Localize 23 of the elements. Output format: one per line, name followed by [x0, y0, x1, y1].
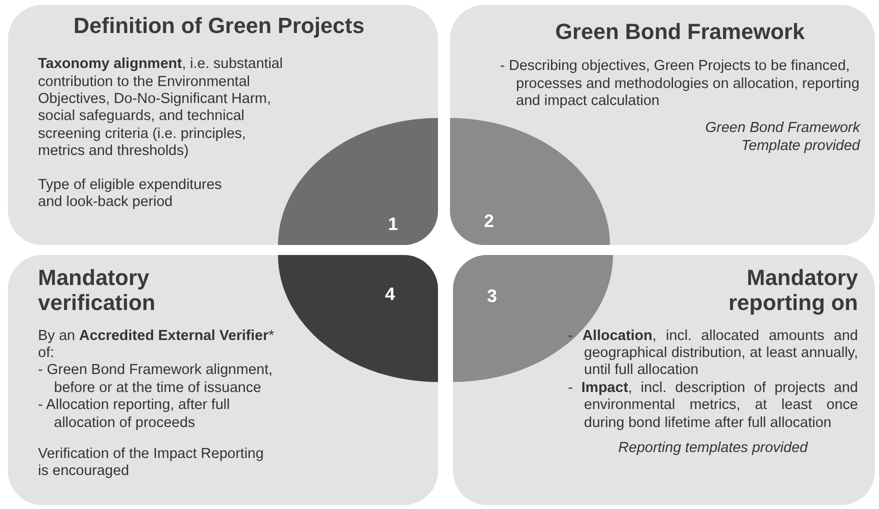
bullet-item: - Impact, incl. description of projects and environmental metrics, at least once during bond lifetime after full allocation — [568, 380, 858, 432]
bullet-item: - Describing objectives, Green Projects to be financed, processes and methodologies on allocation, reporting and impact calculation — [500, 58, 860, 110]
body-text: Verification of the Impact Reporting is encouraged — [38, 446, 265, 481]
step-number: 3 — [487, 287, 498, 305]
quadrant-card — [453, 255, 875, 505]
body-text: Type of eligible expenditures and look-back period — [38, 176, 223, 212]
bullet-item: - Allocation reporting, after full allocation of proceeds — [38, 397, 231, 432]
quadrant-card — [450, 5, 875, 245]
step-number: 4 — [385, 285, 396, 303]
body-text: Taxonomy alignment, i.e. substantial contribution to the Environmental Objectives, Do-No-Significant Harm, social safeguards, and technical screening criteria (i.e. principles, metrics and thresholds) — [38, 56, 284, 161]
step-number: 1 — [388, 215, 398, 233]
quadrant-card — [8, 5, 438, 245]
card-heading: Mandatory reporting on — [727, 265, 858, 316]
bullet-item: - Allocation, incl. allocated amounts and geographical distribution, at least annually, until full allocation — [568, 328, 858, 380]
card-heading: Definition of Green Projects — [72, 13, 366, 38]
step-number: 2 — [484, 212, 494, 230]
quadrant-card — [8, 255, 438, 505]
card-heading: Green Bond Framework — [554, 19, 806, 44]
bullet-item: - Green Bond Framework alignment, before or at the time of issuance — [38, 362, 274, 398]
body-text: By an Accredited External Verifier* of: — [38, 328, 276, 362]
note-text: Reporting templates provided — [617, 440, 809, 458]
note-text: Green Bond Framework Template provided — [704, 120, 860, 156]
card-heading: Mandatory verification — [38, 265, 156, 316]
